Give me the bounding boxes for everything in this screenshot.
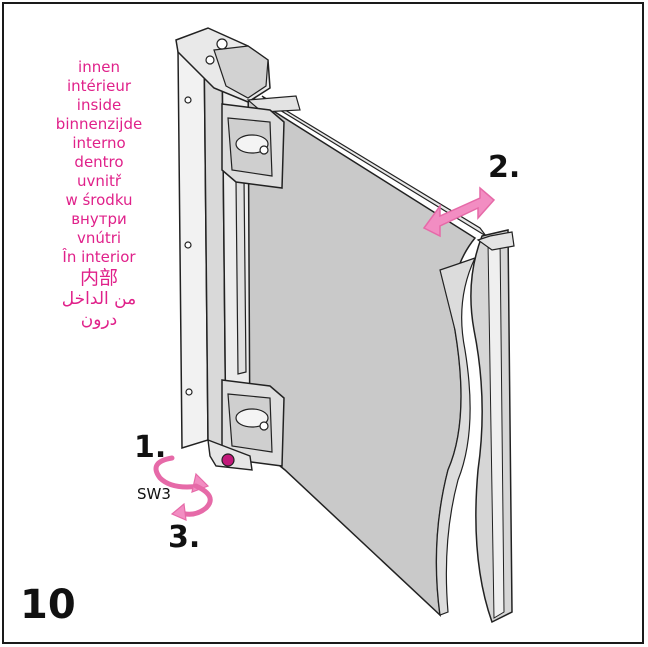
inside-label: interno [72, 134, 126, 152]
mount-hole [184, 96, 192, 104]
inside-label-list: innen intérieur inside binnenzijde inter… [14, 58, 184, 331]
guide-rod [235, 177, 247, 375]
set-screw-icon [221, 453, 235, 467]
fabric-edge [435, 256, 477, 616]
inside-label: w środku [65, 191, 133, 209]
top-cap-face [213, 45, 269, 99]
tool-size-label: SW3 [137, 485, 171, 503]
inside-label: uvnitř [76, 172, 122, 190]
rotate-arrow-icon [153, 455, 213, 521]
inside-label: În interior [62, 248, 136, 266]
screw-icon [216, 38, 228, 50]
inside-label: intérieur [66, 77, 132, 95]
inside-label: درون [80, 310, 118, 330]
inside-label: inside [76, 96, 122, 114]
step-3-label: 3. [168, 520, 201, 555]
mount-hole [185, 388, 193, 396]
inside-label: 内部 [79, 267, 118, 289]
inside-label: innen [78, 58, 120, 76]
figure-number: 10 [20, 582, 76, 628]
inside-label: внутри [71, 210, 127, 228]
inside-label: من الداخل [61, 289, 137, 309]
step-1-label: 1. [134, 430, 167, 465]
bracket-screw [259, 421, 269, 431]
inside-label: dentro [74, 153, 124, 171]
bracket-screw [259, 145, 269, 155]
inside-label: binnenzijde [55, 115, 143, 133]
mount-hole [184, 241, 192, 249]
bracket-slot [235, 408, 269, 428]
screw-icon [205, 55, 215, 65]
slide-arrow-icon [422, 186, 496, 238]
inside-label: vnútri [76, 229, 122, 247]
step-2-label: 2. [488, 150, 521, 185]
end-profile-cap [476, 231, 515, 251]
